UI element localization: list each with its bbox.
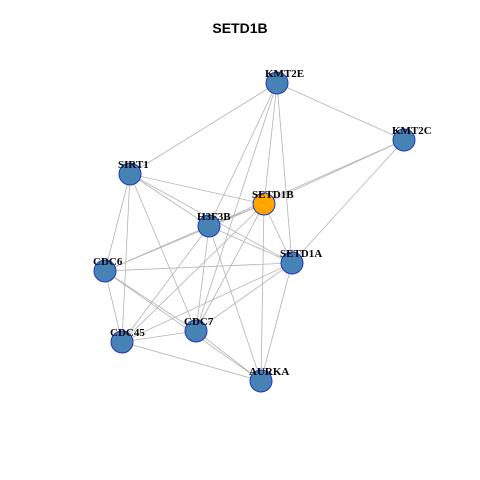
edge-sirt1-cdc45: [121, 173, 131, 343]
node-label-cdc6: CDC6: [93, 256, 123, 268]
edge-setd1a-aurka: [260, 262, 293, 382]
edge-sirt1-h3f3b: [129, 173, 210, 227]
node-setd1b[interactable]: [252, 192, 276, 216]
edge-kmt2c-setd1a: [291, 139, 405, 264]
graph-title: SETD1B: [212, 20, 268, 36]
node-cdc6[interactable]: [93, 259, 117, 283]
node-kmt2c[interactable]: [392, 128, 416, 152]
edge-kmt2e-cdc7: [195, 82, 278, 332]
edge-cdc6-cdc7: [104, 270, 197, 332]
edge-cdc6-aurka: [104, 270, 262, 382]
node-cdc7[interactable]: [184, 319, 208, 343]
node-label-kmt2e: KMT2E: [265, 68, 304, 80]
node-aurka[interactable]: [249, 369, 273, 393]
edge-cdc7-aurka: [195, 330, 262, 382]
edge-sirt1-cdc7: [129, 173, 197, 332]
node-label-aurka: AURKA: [249, 366, 289, 378]
edge-sirt1-setd1b: [129, 173, 265, 205]
node-cdc45[interactable]: [110, 330, 134, 354]
edge-setd1a-cdc6: [104, 262, 293, 272]
edge-setd1b-cdc7: [195, 203, 265, 332]
edge-setd1b-aurka: [260, 203, 265, 382]
edge-setd1b-cdc45: [121, 203, 265, 343]
edge-h3f3b-cdc7: [195, 225, 210, 332]
edge-kmt2e-h3f3b: [208, 82, 278, 227]
node-label-cdc7: CDC7: [184, 316, 214, 328]
node-kmt2e[interactable]: [265, 71, 289, 95]
edge-sirt1-cdc6: [104, 173, 131, 272]
edge-setd1a-cdc7: [195, 262, 293, 332]
edge-h3f3b-cdc6: [104, 225, 210, 272]
node-label-h3f3b: H3F3B: [197, 211, 231, 223]
edge-kmt2e-setd1a: [276, 82, 293, 264]
node-label-kmt2c: KMT2C: [392, 125, 432, 137]
edge-setd1a-cdc45: [121, 262, 293, 343]
node-sirt1[interactable]: [118, 162, 142, 186]
node-label-cdc45: CDC45: [110, 327, 145, 339]
node-label-setd1b: SETD1B: [252, 189, 294, 201]
edge-kmt2e-sirt1: [129, 82, 278, 175]
edge-kmt2e-kmt2c: [276, 82, 405, 141]
edge-cdc45-aurka: [121, 341, 262, 382]
node-label-setd1a: SETD1A: [280, 248, 322, 260]
edge-h3f3b-setd1a: [208, 225, 293, 264]
edge-cdc6-cdc45: [104, 270, 123, 343]
edge-h3f3b-cdc45: [121, 225, 210, 343]
edge-layer: [104, 82, 405, 382]
node-label-sirt1: SIRT1: [118, 159, 149, 171]
node-setd1a[interactable]: [280, 251, 304, 275]
node-h3f3b[interactable]: [197, 214, 221, 238]
edge-kmt2c-h3f3b: [208, 139, 405, 227]
node-layer: [93, 71, 416, 393]
edge-cdc45-cdc7: [121, 330, 197, 343]
edge-kmt2e-setd1b: [263, 82, 278, 205]
